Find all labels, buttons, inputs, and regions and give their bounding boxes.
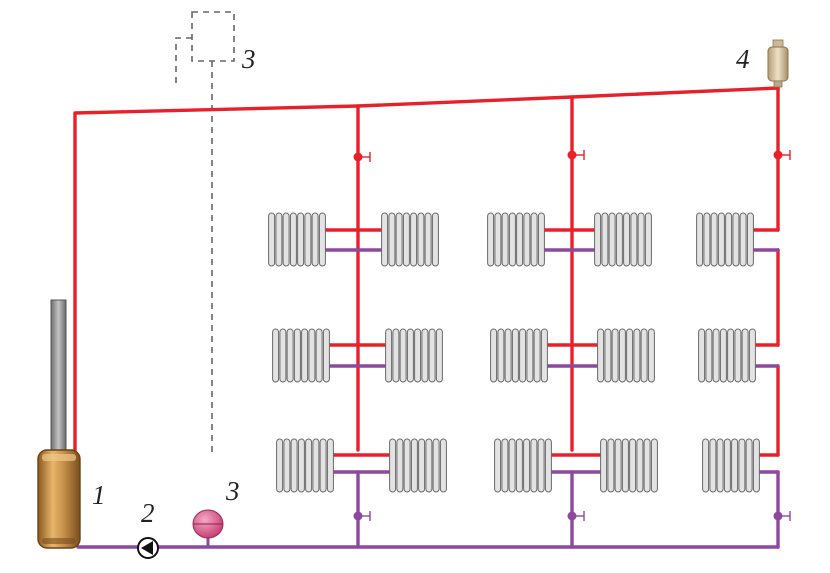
membrane-expansion-tank-icon <box>192 509 224 547</box>
radiator-icon <box>597 328 655 383</box>
label-air-vent: 4 <box>736 44 750 74</box>
radiator-icon <box>381 212 439 267</box>
supply-pipe-network <box>73 86 780 457</box>
radiator-icon <box>276 438 334 493</box>
radiator-icon <box>600 438 658 493</box>
air-vent-icon <box>767 39 789 88</box>
radiators <box>268 212 760 493</box>
radiator-icon <box>385 328 443 383</box>
radiator-icon <box>696 212 754 267</box>
open-expansion-tank-icon <box>175 11 235 452</box>
radiator-icon <box>487 212 545 267</box>
label-boiler: 1 <box>92 480 106 510</box>
radiator-icon <box>268 212 326 267</box>
valve-icon <box>353 150 791 521</box>
radiator-icon <box>272 328 330 383</box>
radiator-icon <box>490 328 548 383</box>
return-pipe-network <box>76 248 780 549</box>
circulation-pump-icon <box>137 537 159 559</box>
radiator-icon <box>698 328 756 383</box>
radiator-icon <box>702 438 760 493</box>
radiator-icon <box>494 438 552 493</box>
label-membrane-expansion-tank: 3 <box>225 476 240 506</box>
label-pump: 2 <box>141 498 155 528</box>
label-open-expansion-tank: 3 <box>241 44 256 74</box>
radiator-icon <box>389 438 447 493</box>
boiler-icon <box>37 299 81 549</box>
radiator-icon <box>594 212 652 267</box>
